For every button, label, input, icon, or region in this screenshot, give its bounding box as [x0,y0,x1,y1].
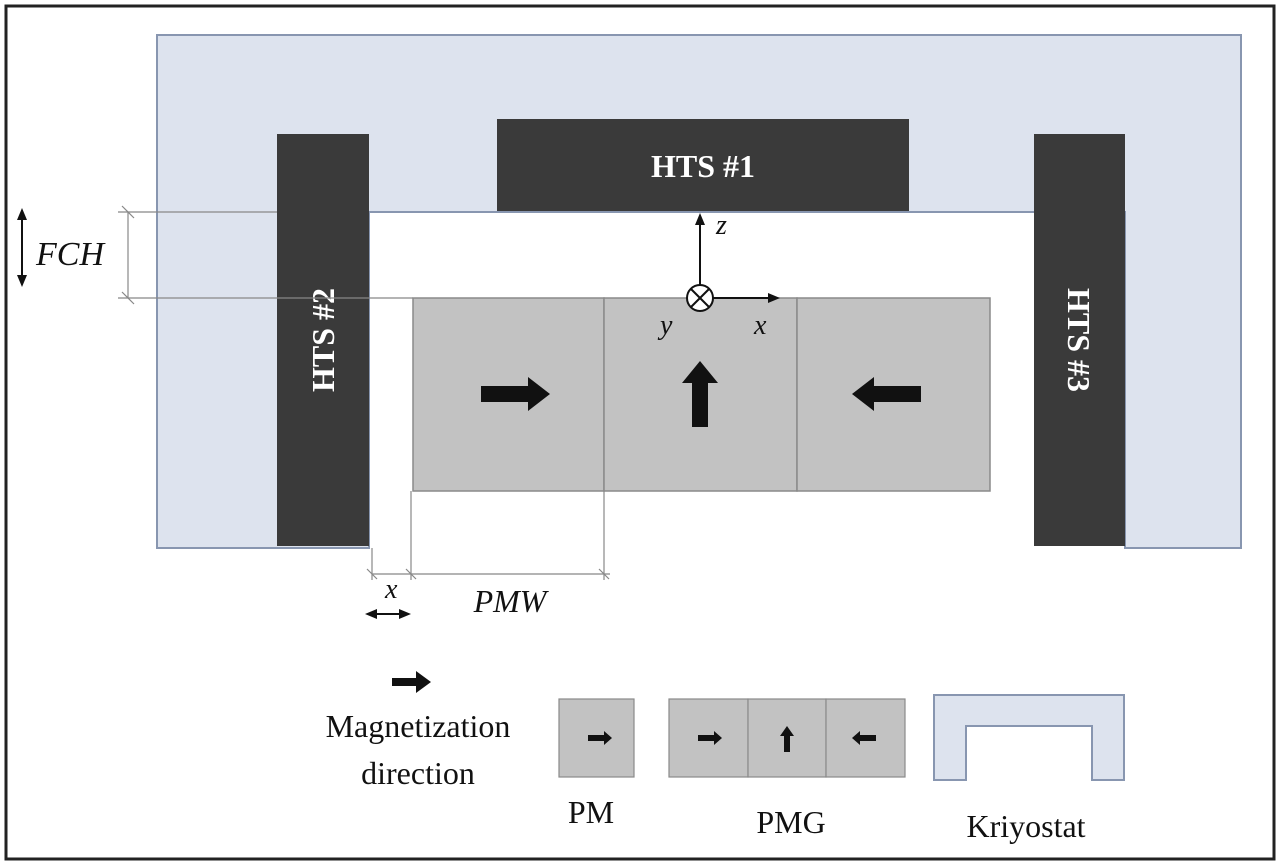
fch-tick [121,291,135,305]
pmw-label: PMW [473,583,550,619]
left-arrow-icon [852,377,921,411]
legend-cryostat-label: Kriyostat [966,808,1085,844]
gap-x-label: x [384,574,398,605]
axis-y-label: y [657,310,673,341]
legend-cryostat-swatch [933,694,1125,781]
fch-tick [121,205,135,219]
legend-pmg-label: PMG [756,804,825,840]
up-arrow-icon [682,361,718,427]
axis-x-label: x [753,310,767,341]
hts-3-block [1034,134,1125,546]
gap-arrow-left-icon [365,609,377,619]
axis-z-label: z [715,210,727,241]
hts-1-label: HTS #1 [651,148,755,184]
legend-magnetization-arrow-icon [392,671,431,693]
legend-pmg-right-arrow-icon [698,731,722,745]
legend-pmg-up-arrow-icon [780,726,794,752]
legend-pm-label: PM [568,794,614,830]
z-axis-arrowhead-icon [695,213,705,225]
right-arrow-icon [481,377,550,411]
fch-arrow-down-icon [17,275,27,287]
gap-arrow-right-icon [399,609,411,619]
legend-pm-arrow-icon [588,731,612,745]
hts-2-block [277,134,369,546]
x-axis-arrowhead-icon [768,293,780,303]
legend-magnetization-line2: direction [361,755,475,791]
hts-3-label: HTS #3 [1061,288,1097,392]
legend-magnetization-line1: Magnetization [326,708,511,744]
fch-label: FCH [35,236,106,273]
pmw-tick [405,568,417,580]
hts-1-block [497,119,909,211]
pmw-tick [598,568,610,580]
y-axis-cross-line [690,288,710,308]
fch-arrow-up-icon [17,208,27,220]
gap-tick [366,568,378,580]
hts-2-label: HTS #2 [305,288,341,392]
legend-pmg-left-arrow-icon [852,731,876,745]
legend-pmg-swatch-left [668,698,749,778]
